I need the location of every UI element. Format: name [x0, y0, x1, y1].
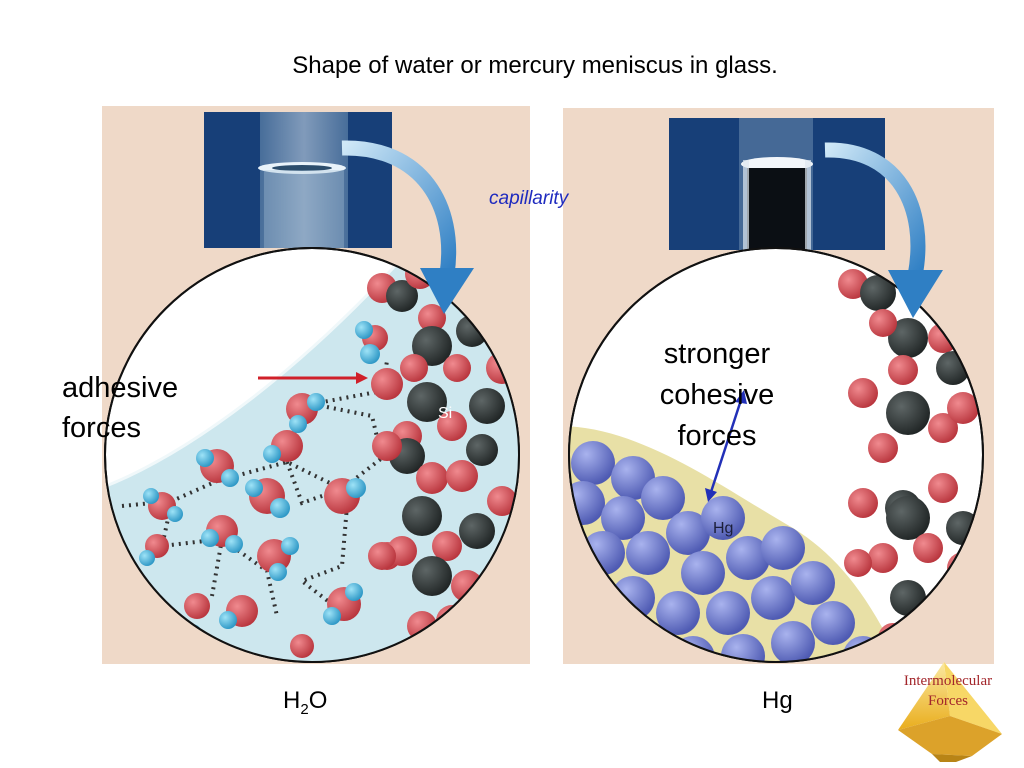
- test-tube-water-photo: [204, 112, 392, 248]
- cohesive-label-line1: stronger: [663, 338, 771, 370]
- mercury-caption: Hg: [762, 687, 793, 714]
- intermolecular-forces-logo: [898, 662, 1002, 762]
- water-caption: H2O: [283, 687, 327, 718]
- adhesive-label-line1: adhesive: [62, 372, 179, 404]
- magnify-arrow-mercury: [824, 142, 943, 318]
- test-tube-mercury-photo: [669, 118, 885, 250]
- slide-title: Shape of water or mercury meniscus in gl…: [292, 52, 778, 79]
- logo-text-line1: Intermolecular: [903, 673, 993, 689]
- mercury-atom-label: Hg: [713, 520, 733, 537]
- adhesive-forces-label: adhesive forces: [62, 368, 178, 448]
- capillarity-label: capillarity: [489, 188, 569, 209]
- logo-text-line2: Forces: [928, 693, 968, 709]
- cohesive-label-line2: cohesive: [659, 379, 775, 411]
- cohesive-force-arrow: [705, 390, 747, 502]
- mercury-meniscus-illustration: Hg: [563, 108, 994, 664]
- cohesive-label-line3: forces: [677, 420, 757, 452]
- cohesive-forces-label: stronger cohesive forces: [642, 334, 792, 457]
- magnify-arrow-water: [341, 140, 474, 314]
- silicon-atom-label: Si: [438, 405, 452, 422]
- adhesive-force-arrow: [258, 372, 368, 384]
- adhesive-label-line2: forces: [62, 412, 141, 444]
- water-caption-subscript: 2: [300, 700, 309, 718]
- water-caption-o: O: [308, 687, 328, 714]
- logo-text: Intermolecular Forces: [886, 671, 1010, 711]
- water-caption-h: H: [283, 687, 301, 714]
- water-meniscus-illustration: Si: [102, 106, 530, 664]
